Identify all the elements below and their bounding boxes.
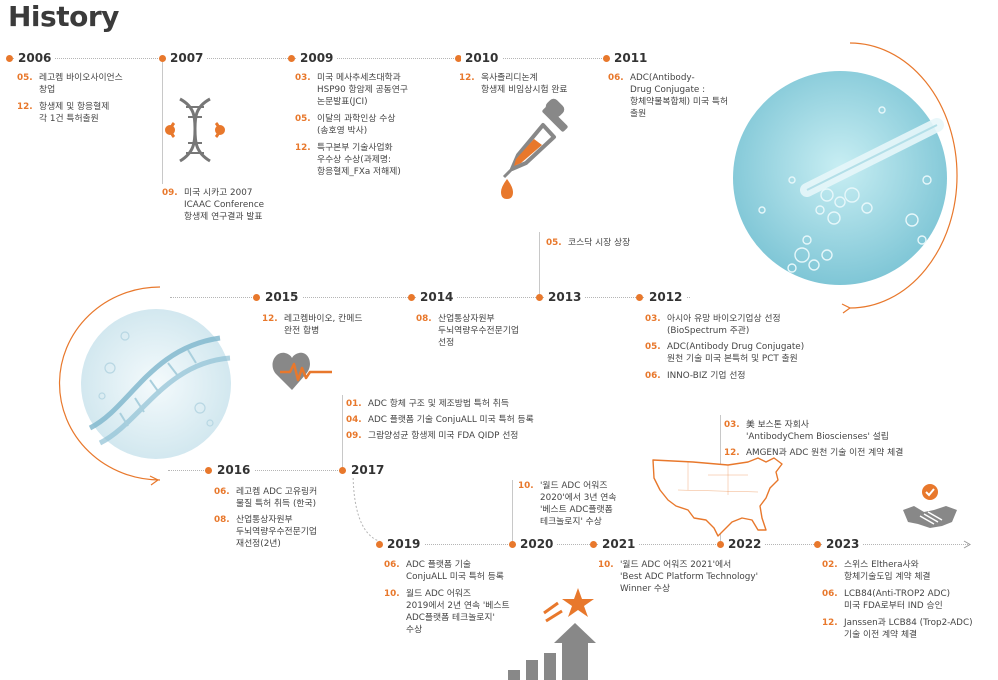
year-dot	[717, 541, 724, 548]
connector-curve	[352, 469, 391, 544]
year-2011: 2011	[610, 51, 652, 65]
event-2007-09: 09.미국 시카고 2007 ICAAC Conference 항생제 연구결과…	[162, 188, 265, 222]
vline	[512, 480, 513, 542]
event-2021-10: 10.'월드 ADC 어워즈 2021'에서 'Best ADC Platfor…	[598, 560, 759, 594]
year-2020: 2020	[516, 537, 558, 551]
event-2019-10: 10.월드 ADC 어워즈 2019에서 2년 연속 '베스트 ADC플랫폼 테…	[384, 589, 510, 635]
year-dot	[603, 55, 610, 62]
year-dot	[159, 55, 166, 62]
growth-chart-star-icon	[508, 588, 596, 680]
arc-left	[58, 286, 161, 486]
year-dot	[590, 541, 597, 548]
event-2012-03: 03.아시아 유망 바이오기업상 선정 (BioSpectrum 주관)	[645, 314, 781, 336]
event-2015-12: 12.레고켐바이오, 칸메드 완전 합병	[262, 314, 363, 336]
year-2006: 2006	[14, 51, 56, 65]
event-2016-06: 06.레고켐 ADC 고유링커 물질 특허 취득 (한국)	[214, 487, 318, 509]
heart-pulse-icon	[272, 352, 332, 390]
event-2006-12: 12.항생제 및 항응혈제 각 1건 특허출원	[17, 102, 110, 124]
dna-photo	[81, 309, 231, 459]
event-2010-12: 12.옥사졸리디논계 항생제 비임상시험 완료	[459, 73, 568, 95]
timeline-line-row3	[168, 470, 358, 471]
arrow-end-icon	[963, 540, 971, 549]
event-2023-06: 06.LCB84(Anti-TROP2 ADC) 미국 FDA로부터 IND 승…	[822, 589, 951, 611]
dna-icon	[165, 97, 225, 163]
event-2012-05: 05.ADC(Antibody Drug Conjugate) 원천 기술 미국…	[645, 342, 805, 364]
event-2009-12: 12.특구본부 기술사업화 우수상 수상(과제명: 항응혈제_FXa 저해제)	[295, 143, 401, 177]
event-2023-02: 02.스위스 Elthera사와 항체기술도입 계약 체결	[822, 560, 931, 582]
year-dot	[288, 55, 295, 62]
event-2022-12: 12.AMGEN과 ADC 원천 기술 이전 계약 체결	[724, 448, 904, 458]
event-2013-05: 05.코스닥 시장 상장	[546, 238, 631, 248]
event-2017-01: 01.ADC 항체 구조 및 제조방법 특허 취득	[346, 399, 509, 409]
event-2014-08: 08.산업통상자원부 두뇌역량우수전문기업 선정	[416, 314, 519, 348]
event-2019-06: 06.ADC 플랫폼 기술 ConjuALL 미국 특허 등록	[384, 560, 504, 582]
year-2013: 2013	[544, 290, 586, 304]
year-2021: 2021	[598, 537, 640, 551]
year-2019: 2019	[383, 537, 425, 551]
year-2022: 2022	[724, 537, 766, 551]
year-2016: 2016	[213, 463, 255, 477]
year-dot	[636, 294, 643, 301]
arc-right	[841, 42, 958, 314]
event-2017-09: 09.그람양성균 항생제 미국 FDA QIDP 선정	[346, 431, 519, 441]
year-2017: 2017	[347, 463, 389, 477]
year-dot	[455, 55, 462, 62]
event-2009-03: 03.미국 메사추세츠대학과 HSP90 항암제 공동연구 논문발표(JCI)	[295, 73, 408, 107]
year-dot	[339, 467, 346, 474]
year-2007: 2007	[166, 51, 208, 65]
event-2012-06: 06.INNO-BIZ 기업 선정	[645, 371, 746, 381]
year-dot	[509, 541, 516, 548]
lab-pipette-photo	[733, 71, 947, 285]
year-2015: 2015	[261, 290, 303, 304]
timeline-line-row4	[380, 544, 968, 545]
page-title: History	[8, 0, 119, 33]
vline	[342, 395, 343, 468]
event-2009-05: 05.이달의 과학인상 수상 (송호영 박사)	[295, 114, 396, 136]
usa-map-icon	[652, 457, 783, 537]
year-2009: 2009	[296, 51, 338, 65]
year-dot	[205, 467, 212, 474]
handshake-icon	[903, 484, 957, 528]
year-2010: 2010	[461, 51, 503, 65]
year-2023: 2023	[822, 537, 864, 551]
year-dot	[6, 55, 13, 62]
year-dot	[408, 294, 415, 301]
year-dot	[536, 294, 543, 301]
year-dot	[376, 541, 383, 548]
event-2023-12: 12.Janssen과 LCB84 (Trop2-ADC) 기술 이전 계약 체…	[822, 618, 973, 640]
vline	[162, 62, 163, 184]
event-2006-05: 05.레고켐 바이오사이언스 창업	[17, 73, 123, 95]
year-2012: 2012	[645, 290, 687, 304]
event-2011-06: 06.ADC(Antibody- Drug Conjugate : 항체약물복합…	[608, 73, 729, 119]
event-2020-10: 10.'월드 ADC 어워즈 2020'에서 3년 연속 '베스트 ADC플랫폼…	[518, 481, 617, 527]
vline	[539, 232, 540, 294]
event-2022-03: 03.美 보스톤 자회사 'AntibodyChem Bioscienses' …	[724, 420, 889, 442]
year-2014: 2014	[416, 290, 458, 304]
dropper-icon	[501, 98, 568, 199]
event-2017-04: 04.ADC 플랫폼 기술 ConjuALL 미국 특허 등록	[346, 415, 534, 425]
year-dot	[253, 294, 260, 301]
year-dot	[814, 541, 821, 548]
event-2016-08: 08.산업통상자원부 두뇌역량우수전문기업 재선정(2년)	[214, 515, 317, 549]
